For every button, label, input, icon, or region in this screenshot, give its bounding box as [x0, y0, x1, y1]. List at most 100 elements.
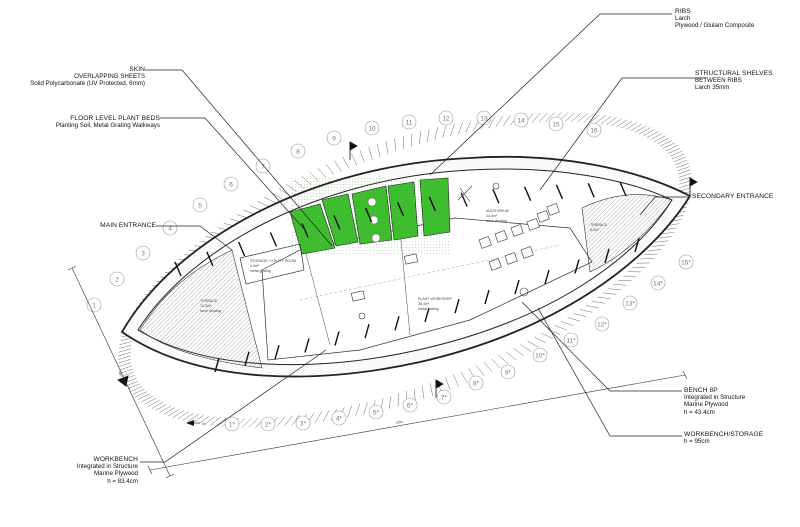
grid-bottom-label: 5*: [373, 409, 380, 416]
terrace-secondary: [581, 194, 673, 273]
grid-bottom-label: 6*: [407, 402, 414, 409]
skin-ray: [118, 344, 132, 349]
rib: [634, 237, 640, 253]
skin-ray: [118, 362, 132, 367]
section-markers: [117, 141, 698, 398]
skin-ray: [151, 402, 164, 409]
skin-ray: [675, 159, 688, 165]
skin-ray: [505, 351, 517, 361]
skin-ray: [577, 113, 588, 123]
skin-ray: [634, 125, 647, 133]
grid-top-label: 4: [168, 225, 172, 232]
grid-bottom-label: 3*: [300, 420, 307, 427]
skin-ray: [421, 385, 425, 399]
dimension-width: 9m: [117, 371, 123, 377]
grid-bottom-bubble: [368, 404, 384, 420]
grid-top-bubble: [438, 110, 454, 126]
skin-ray: [465, 120, 472, 133]
annotation-ribs: RIBS Larch Plywood / Glulam Composite: [675, 8, 754, 30]
annotation-line: Planting Soil, Metal Grating Walkways: [55, 122, 160, 130]
grid-bottom-label: 7*: [441, 394, 448, 401]
skin-ray: [334, 160, 342, 172]
room-label: STORAGE / UTILITY ROOM: [250, 259, 296, 263]
grid-bottom-label: 9*: [505, 369, 512, 376]
skin-ray: [216, 417, 227, 427]
rib: [604, 248, 610, 263]
grid-bottom-bubble: [331, 410, 347, 426]
skin-ray: [442, 125, 447, 138]
skin-ray: [127, 383, 141, 390]
grid-bottom-label: 1*: [229, 421, 236, 428]
skin-ray: [177, 411, 189, 420]
skin-ray: [453, 374, 459, 387]
grid-top-bubble: [476, 110, 492, 126]
rib: [237, 241, 246, 257]
grid-top-label: 14: [517, 117, 525, 124]
skin-ray: [618, 280, 632, 281]
skin-ray: [646, 131, 659, 138]
grid-top-bubble: [223, 176, 239, 192]
rib: [269, 232, 278, 247]
skin-ray: [595, 115, 606, 124]
skin-ray: [643, 129, 655, 136]
grid-top-bubble: [109, 271, 125, 287]
room-label: AUDITORIUM: [486, 209, 509, 213]
rib: [484, 289, 490, 305]
skin-ray: [591, 301, 605, 304]
room-label: metal grating: [418, 307, 439, 311]
skin-ray: [476, 365, 485, 376]
skin-ray: [187, 413, 199, 422]
skin-ray: [662, 142, 675, 149]
skin-ray: [368, 146, 373, 160]
skin-ray: [397, 393, 399, 407]
grid-bottom-bubble: [402, 397, 418, 413]
rib: [424, 307, 430, 323]
rib: [365, 207, 373, 223]
skin-ray: [665, 145, 678, 152]
grid-top-label: 10: [368, 125, 376, 132]
leader-lines: [140, 13, 706, 463]
grid-top-bubble: [548, 116, 564, 132]
skin-ray: [118, 348, 132, 353]
skin-ray: [120, 368, 133, 374]
skin-ray: [457, 122, 463, 135]
furniture: [350, 182, 529, 320]
grid-bottom-bubble: [436, 389, 452, 405]
skin-ray: [589, 114, 600, 123]
skin-ray: [193, 414, 204, 423]
rib: [492, 188, 500, 204]
skin-ray: [276, 416, 286, 427]
grid-top-label: 5: [198, 202, 202, 209]
svg-text:N: N: [202, 422, 205, 426]
skin-ray: [678, 173, 692, 178]
skin-ray: [616, 119, 628, 128]
grid-bottom-bubble: [500, 364, 516, 380]
grid-bottom-label: 13*: [625, 300, 635, 307]
skin-ray: [669, 150, 683, 157]
skin-ray: [411, 133, 413, 147]
grid-top-bubble: [192, 197, 208, 213]
grid-top-bubble: [162, 220, 178, 236]
skin-ray: [210, 417, 221, 426]
skin-ray: [130, 386, 143, 392]
skin-ray: [503, 115, 511, 127]
annotation-line: Integrated in Structure: [684, 394, 746, 402]
skin-ray: [264, 196, 276, 204]
skin-ray: [359, 150, 365, 163]
grid-top-label: 2: [115, 276, 119, 283]
skin-ray: [434, 127, 438, 140]
room-label: larch decking: [486, 219, 507, 223]
floor-division: [299, 244, 561, 301]
skin-ray: [658, 236, 672, 239]
room-label: 4.0m²: [250, 264, 260, 268]
grid-bottom-label: 12*: [597, 321, 607, 328]
grid-top-bubble: [326, 130, 342, 146]
room-label: 6.2m²: [590, 228, 600, 232]
benches: [478, 203, 560, 271]
skin-ray: [385, 141, 389, 155]
room-label: TERRACE: [200, 299, 218, 303]
skin-ray: [520, 344, 532, 352]
skin-ray: [172, 410, 185, 418]
skin-ray: [621, 120, 633, 129]
